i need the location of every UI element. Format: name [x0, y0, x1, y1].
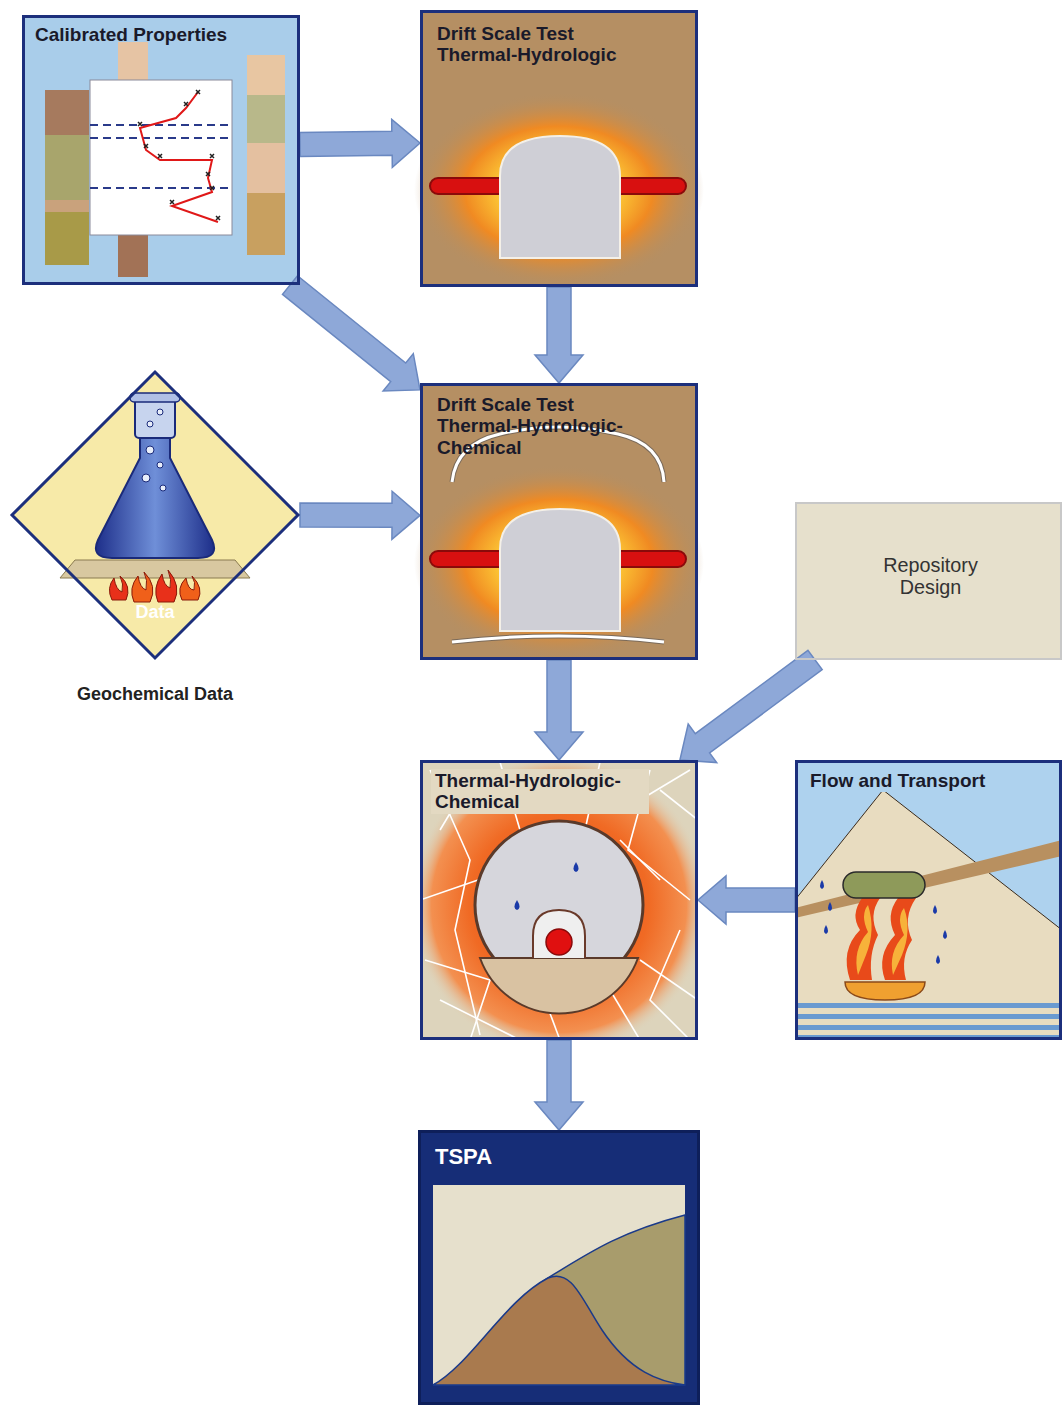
node-title: Calibrated Properties — [35, 24, 227, 45]
text-line: Thermal-Hydrologic-Chemical — [435, 770, 645, 813]
calibrated-properties-art — [22, 15, 300, 285]
node-title: Repository Design — [797, 554, 1062, 598]
transport-box: Flow and Transport — [795, 760, 1062, 1040]
model-box: Thermal-Hydrologic-Chemical — [420, 760, 698, 1040]
node-title: Drift Scale Test Thermal-Hydrologic-Chem… — [437, 394, 647, 458]
block-arrow — [535, 1040, 583, 1130]
text-line: Drift Scale Test Thermal-Hydrologic-Chem… — [437, 394, 647, 458]
drift-heater-art — [414, 10, 704, 288]
text-line: Repository Design — [856, 554, 1006, 598]
properties-box: Calibrated Properties — [22, 15, 300, 285]
node-title: Flow and Transport — [806, 769, 989, 792]
mountain-cross-section-art — [795, 760, 1062, 1040]
drift-cross-section-art — [420, 760, 698, 1040]
block-arrow — [680, 650, 822, 762]
node-title: Drift Scale Test Thermal-Hydrologic — [437, 23, 657, 66]
test-box: Drift Scale Test Thermal-Hydrologic — [420, 10, 698, 287]
block-arrow — [283, 276, 421, 391]
node-title: TSPA — [435, 1145, 492, 1170]
flames — [109, 570, 200, 602]
test-box: Drift Scale Test Thermal-Hydrologic-Chem… — [420, 383, 698, 660]
block-arrow — [698, 876, 795, 924]
decision-diamond: DataGeochemical Data — [10, 370, 300, 660]
block-arrow — [300, 491, 420, 539]
node-caption: Geochemical Data — [10, 684, 300, 704]
drift-heater-chemistry-art — [414, 383, 704, 661]
text-line: Drift Scale Test Thermal-Hydrologic — [437, 23, 657, 66]
block-arrow — [535, 660, 583, 760]
tspa-box: TSPA — [418, 1130, 700, 1405]
node-title: Thermal-Hydrologic-Chemical — [431, 769, 649, 814]
design-box: Repository Design — [795, 502, 1062, 660]
block-arrow — [535, 287, 583, 383]
tspa-chart-art — [418, 1130, 700, 1405]
panel-fill — [795, 502, 1062, 660]
block-arrow — [300, 119, 420, 167]
node-title: Data — [10, 602, 300, 622]
